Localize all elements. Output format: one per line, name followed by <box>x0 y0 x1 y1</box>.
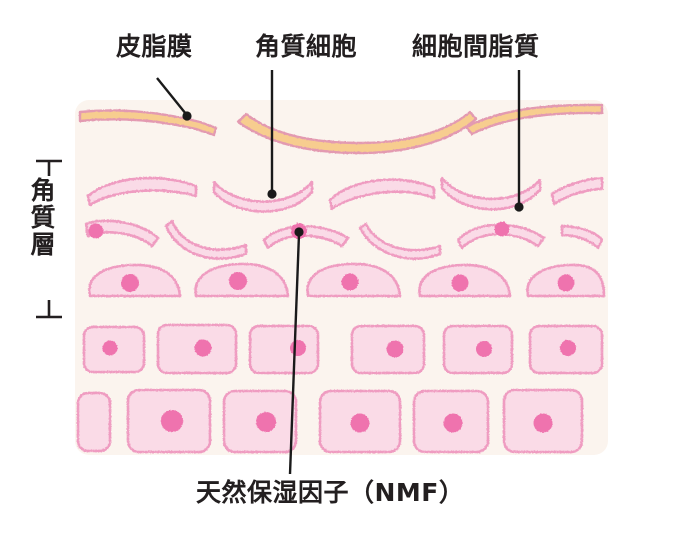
nmf-nucleus <box>476 341 492 357</box>
nmf-nucleus <box>102 340 118 356</box>
cell-shape <box>358 222 442 260</box>
label-sebum-film: 皮脂膜 <box>116 32 193 61</box>
label-corneocyte: 角質細胞 <box>255 32 358 61</box>
cell-shape <box>248 324 320 375</box>
label-stratum-corneum: 角質層 <box>27 177 56 258</box>
cell-shape <box>262 224 350 250</box>
label-intercellular-lipid: 細胞間脂質 <box>412 32 540 61</box>
nmf-nucleus <box>88 223 104 239</box>
nmf-nucleus <box>350 413 370 433</box>
label-nmf: 天然保湿因子（NMF） <box>196 478 465 507</box>
sebum-film-layer <box>78 103 604 155</box>
leader-intercellular <box>514 70 524 212</box>
sebum-segment-3 <box>464 103 604 136</box>
nmf-nucleus <box>229 272 247 290</box>
cell-shape <box>164 219 248 260</box>
stratum-corneum-bracket <box>36 159 62 319</box>
nmf-nucleus <box>443 413 463 433</box>
nmf-nucleus <box>121 274 139 292</box>
cell-shape <box>212 180 314 213</box>
cell-shape <box>86 176 198 207</box>
corneocyte-row-1 <box>86 176 604 213</box>
nmf-nucleus <box>386 340 404 358</box>
nmf-nucleus <box>161 410 183 432</box>
nmf-nucleus <box>557 274 575 292</box>
cell-shape <box>440 176 542 211</box>
nmf-nucleus <box>533 413 553 433</box>
sebum-segment-1 <box>78 109 218 137</box>
cell-shape <box>76 391 112 453</box>
granular-row-4 <box>82 323 604 375</box>
cell-shape <box>328 178 436 211</box>
nmf-nucleus <box>290 340 306 356</box>
cell-shape <box>560 224 604 250</box>
leader-sebum <box>156 77 192 121</box>
nmf-nucleus <box>560 340 576 356</box>
nmf-nucleus <box>256 412 276 432</box>
nmf-nucleus <box>494 221 510 237</box>
cell-shape <box>550 176 604 206</box>
corneocyte-row-2 <box>84 219 604 260</box>
corneocyte-row-3 <box>88 262 606 298</box>
leader-lines <box>156 70 524 475</box>
cell-shape <box>456 223 546 250</box>
sebum-segment-2 <box>236 110 478 155</box>
nmf-nucleus <box>194 339 212 357</box>
leader-nmf <box>288 227 304 475</box>
basal-row-5 <box>76 388 584 454</box>
nmf-nucleus <box>451 274 469 292</box>
nmf-nucleus <box>341 273 359 291</box>
leader-corneocyte <box>267 70 277 199</box>
